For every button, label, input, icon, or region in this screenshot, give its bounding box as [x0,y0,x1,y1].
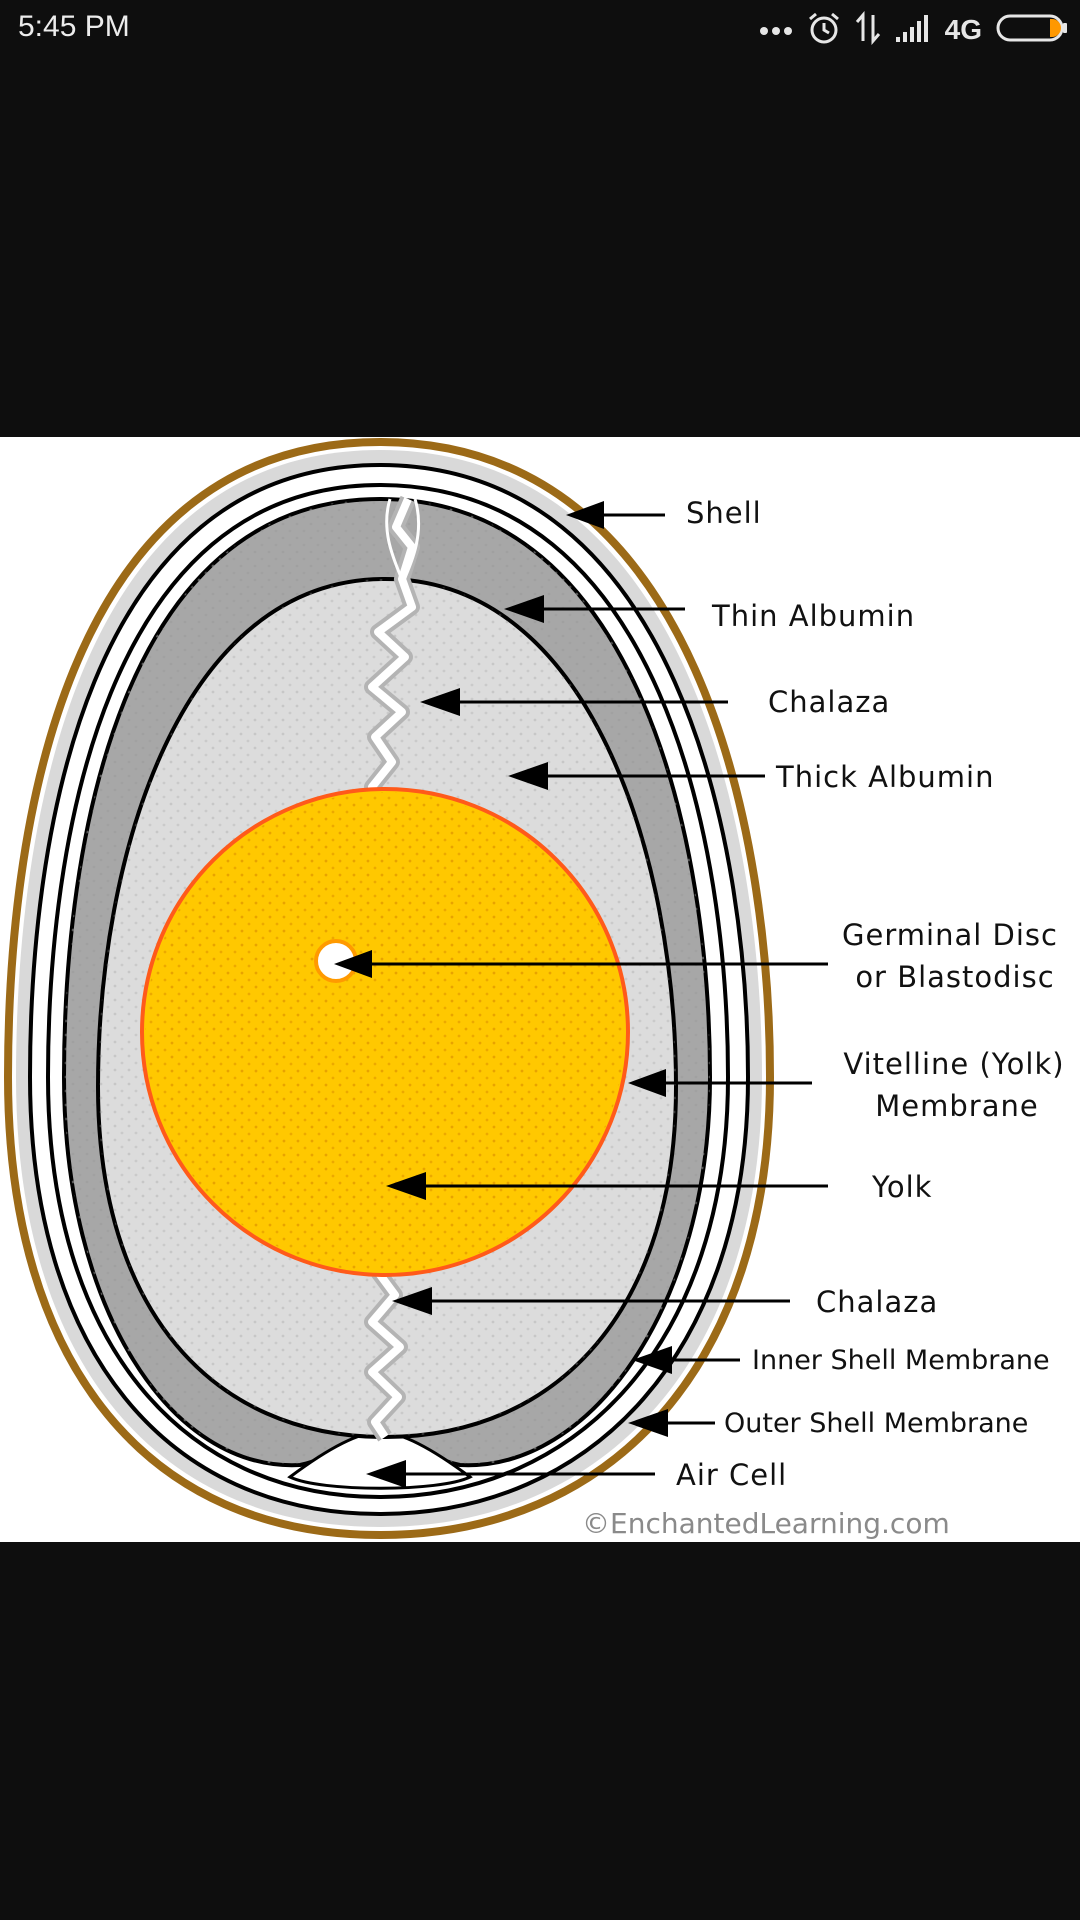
pointer-arrows [334,501,828,1488]
more-icon [759,21,793,40]
status-bar: 5:45 PM [0,0,1080,60]
copyright-credit: ©EnchantedLearning.com [582,1507,950,1540]
label-thick-albumin: Thick Albumin [775,760,994,794]
label-germinal-disc-line2: or Blastodisc [855,960,1054,994]
signal-icon [895,13,931,47]
label-vitelline-line2: Membrane [875,1089,1038,1123]
alarm-icon [807,11,841,49]
data-transfer-icon [855,10,881,49]
label-outer-shell-membrane: Outer Shell Membrane [724,1408,1028,1439]
label-inner-shell-membrane: Inner Shell Membrane [752,1345,1050,1376]
network-type: 4G [944,14,982,45]
label-thin-albumin: Thin Albumin [711,599,915,633]
egg-diagram: Shell Thin Albumin Chalaza Thick Albumin… [3,437,1064,1540]
label-yolk: Yolk [871,1170,932,1204]
label-chalaza-top: Chalaza [768,685,890,719]
label-shell: Shell [686,496,762,530]
label-air-cell: Air Cell [676,1458,787,1492]
label-germinal-disc-line1: Germinal Disc [842,918,1058,952]
image-viewer[interactable]: Shell Thin Albumin Chalaza Thick Albumin… [0,437,1080,1542]
status-time: 5:45 PM [18,10,130,43]
label-chalaza-bottom: Chalaza [816,1285,938,1319]
status-icons: 4G [759,10,1068,50]
label-vitelline-line1: Vitelline (Yolk) [843,1047,1064,1081]
battery-icon [996,13,1068,47]
